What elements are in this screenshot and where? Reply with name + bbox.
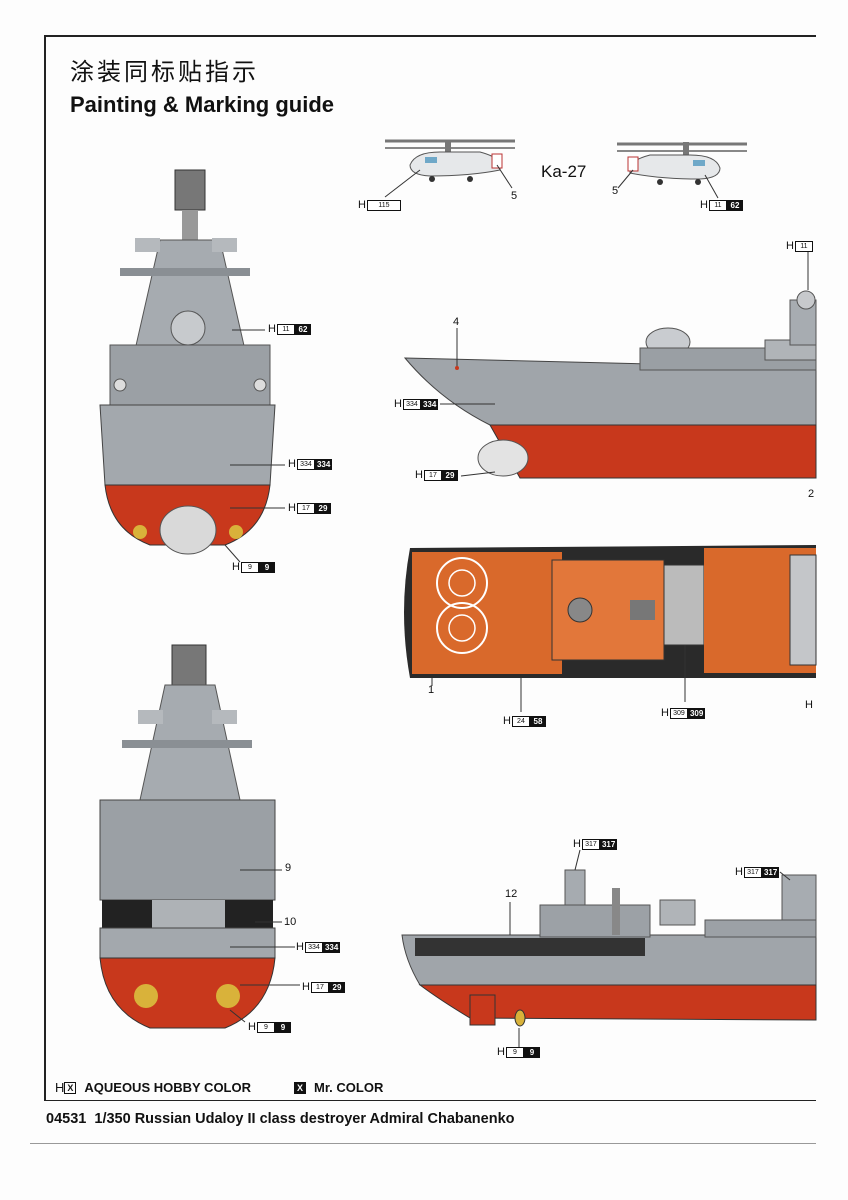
title-english: Painting & Marking guide	[70, 92, 335, 117]
callout-10: 10	[284, 916, 297, 928]
callout-5-right: 5	[612, 185, 619, 197]
callout-9: 9	[285, 862, 292, 874]
ship-deck-top-view-illustration	[404, 545, 817, 712]
legend-aqueous: H X AQUEOUS HOBBY COLOR	[55, 1080, 251, 1095]
helicopter-right-illustration	[617, 142, 747, 199]
legend-mr-box-icon: X	[294, 1081, 306, 1094]
callout-1: 1	[428, 684, 435, 696]
helicopter-model-label: Ka-27	[541, 162, 587, 181]
ship-side-stern-illustration	[401, 849, 817, 1048]
page-frame-bottom	[44, 1100, 816, 1101]
legend-mr-label: Mr. COLOR	[314, 1080, 384, 1095]
callout-2: 2	[808, 488, 815, 500]
ship-rear-view-illustration	[99, 644, 300, 1029]
callout-12: 12	[505, 888, 518, 900]
legend-mr: X Mr. COLOR	[294, 1080, 383, 1095]
callout-4: 4	[453, 316, 460, 328]
title-chinese: 涂装同标贴指示	[70, 58, 259, 86]
helicopter-left-illustration	[384, 139, 515, 198]
paint-code-deck-edge: H	[805, 699, 813, 711]
ship-side-bow-illustration	[403, 252, 817, 479]
legend-aqueous-prefix: H	[55, 1080, 65, 1095]
page-frame-top	[44, 35, 816, 37]
page-frame-left	[44, 35, 46, 1100]
legend-aqueous-label: AQUEOUS HOBBY COLOR	[84, 1080, 251, 1095]
legend-aqueous-box-icon: X	[64, 1081, 77, 1094]
ship-front-view-illustration	[99, 169, 285, 563]
footer-product-title: 04531 1/350 Russian Udaloy II class dest…	[46, 1111, 515, 1127]
callout-5-left: 5	[511, 190, 518, 202]
footer-rule	[30, 1143, 816, 1144]
